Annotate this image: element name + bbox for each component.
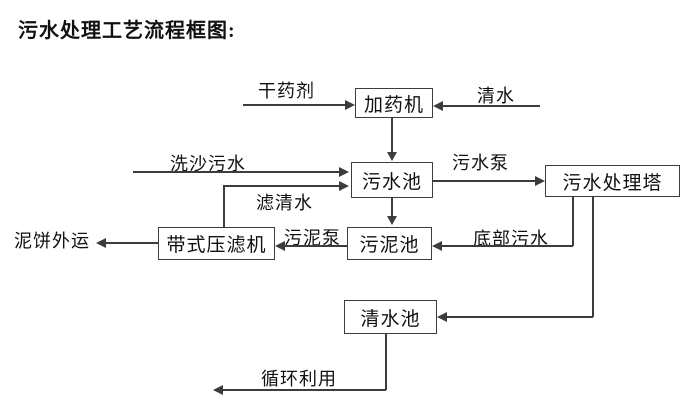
arrow-line-sludge-pump [285, 245, 347, 247]
node-sludge-pool: 污泥池 [347, 227, 432, 260]
arrowhead-right-icon [339, 167, 349, 177]
arrow-line-sewage-pump [433, 180, 536, 182]
arrowhead-left-icon [433, 101, 443, 111]
arrowhead-left-icon [437, 312, 447, 322]
node-sewage-treatment-tower: 污水处理塔 [545, 165, 680, 197]
arrow-line-dosing-to-sewage [391, 118, 393, 152]
arrowhead-down-icon [387, 216, 397, 225]
arrowhead-right-icon [339, 181, 349, 191]
node-clean-water-pool: 清水池 [344, 300, 437, 334]
arrow-line-dry-agent [243, 104, 346, 106]
arrow-line-tower-to-clean-horizontal [447, 316, 593, 318]
arrow-line-recycling-vertical [385, 334, 387, 390]
label-bottom-sewage: 底部污水 [473, 229, 549, 249]
label-filtered-water: 滤清水 [256, 193, 313, 213]
arrowhead-down-icon [387, 152, 397, 161]
arrow-line-sand-washing [133, 171, 341, 173]
label-sewage-pump: 污水泵 [452, 153, 509, 173]
arrowhead-left-icon [213, 385, 223, 395]
arrowhead-left-icon [96, 238, 106, 248]
arrow-line-sewage-to-sludge [391, 198, 393, 216]
label-dry-agent: 干药剂 [258, 81, 315, 101]
arrow-line-filtered-water-horizontal [223, 185, 341, 187]
arrow-line-clean-water [443, 105, 540, 107]
node-belt-filter-press: 带式压滤机 [158, 227, 275, 260]
arrow-line-mud-cake [106, 242, 158, 244]
arrowhead-left-icon [275, 241, 285, 251]
arrow-line-bottom-sewage-vertical [572, 197, 574, 246]
label-sludge-pump: 污泥泵 [284, 228, 341, 248]
arrow-line-tower-to-clean-vertical [592, 197, 594, 317]
arrow-line-bottom-sewage-horizontal [442, 245, 573, 247]
node-dosing-machine: 加药机 [355, 88, 433, 118]
page-title: 污水处理工艺流程框图: [18, 20, 236, 42]
arrowhead-right-icon [535, 176, 545, 186]
arrowhead-right-icon [345, 100, 355, 110]
arrow-line-filtered-water-vertical [223, 185, 225, 227]
label-recycling: 循环利用 [261, 369, 337, 389]
arrowhead-left-icon [432, 241, 442, 251]
arrow-line-recycling-horizontal [223, 389, 386, 391]
label-clean-water-in: 清水 [477, 86, 515, 106]
node-sewage-pool: 污水池 [351, 162, 433, 198]
label-sand-washing-sewage: 洗沙污水 [170, 154, 246, 174]
label-mud-cake-transport: 泥饼外运 [14, 231, 90, 251]
